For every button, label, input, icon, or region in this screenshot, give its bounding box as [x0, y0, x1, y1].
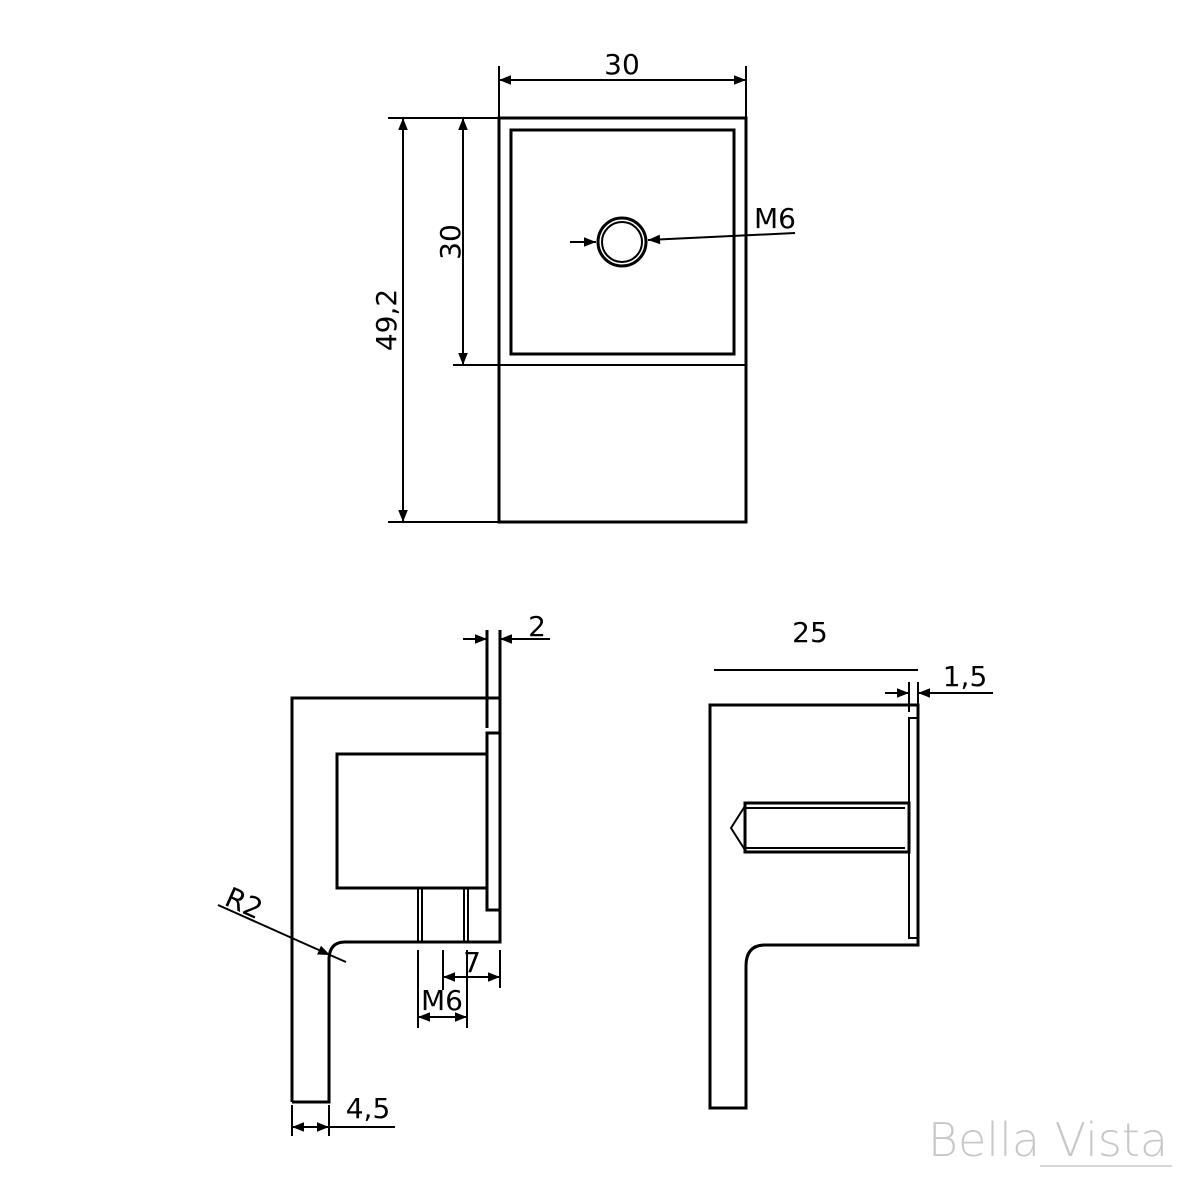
hole-inner: [601, 221, 643, 263]
top-view: 30 49,2 30 M6: [370, 48, 796, 524]
threaded-bolt: [743, 801, 911, 854]
total-height-label: 49,2: [370, 289, 403, 351]
plate-thickness-label: 2: [528, 610, 546, 643]
section-view: 25 1,5: [708, 616, 993, 1110]
thread-label: M6: [421, 984, 463, 1017]
inner-square: [509, 128, 736, 356]
clamp-block: [335, 752, 489, 890]
width-label: 30: [604, 48, 640, 81]
section-plate-label: 1,5: [943, 660, 988, 693]
hole-leader: [647, 232, 796, 245]
radius-leader: [217, 904, 331, 956]
depth-label: 25: [792, 616, 828, 649]
radius-label: R2: [220, 881, 267, 926]
bracket-profile: [290, 630, 502, 1104]
bolt-tip: [729, 805, 746, 851]
offset-label: 7: [463, 946, 481, 979]
hole-outer: [596, 216, 648, 268]
square-height-label: 30: [434, 224, 467, 260]
leg-width-label: 4,5: [346, 1092, 391, 1125]
bracket-section: [708, 703, 920, 1110]
glass-plate: [485, 731, 502, 912]
brand-name: Bella Vista: [928, 1113, 1168, 1167]
brand-logo: Bella Vista: [928, 1113, 1172, 1167]
body-outline: [497, 116, 748, 524]
side-view: 2 R2 7 M6 4,5: [217, 610, 550, 1136]
hole-label: M6: [754, 202, 796, 235]
